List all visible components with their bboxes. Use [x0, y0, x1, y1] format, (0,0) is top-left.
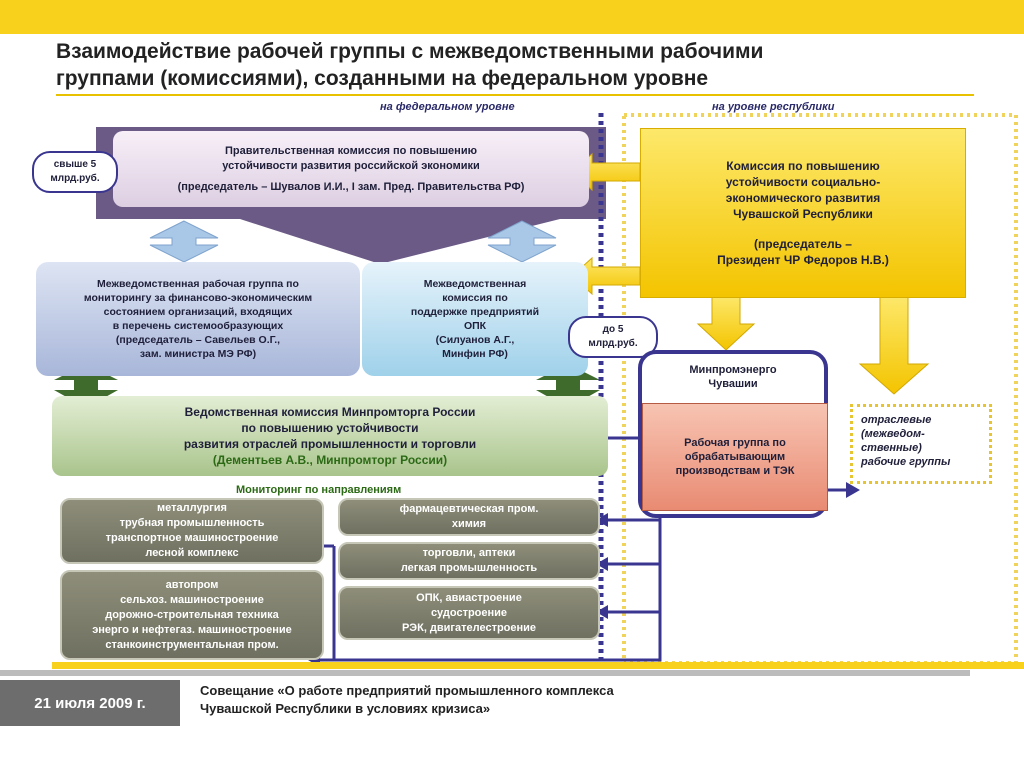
title-line-1: Взаимодействие рабочей группы с межведом…: [56, 40, 764, 63]
monitoring-item: станкоинструментальная пром.: [105, 638, 279, 651]
mwg-line5: (председатель – Савельев О.Г.,: [115, 334, 281, 346]
mwg-line3: состоянием организаций, входящих: [103, 306, 293, 318]
monitoring-item: энерго и нефтегаз. машиностроение: [92, 623, 292, 636]
opk-line4: ОПК: [463, 320, 487, 332]
monitoring-item: дорожно-строительная техника: [105, 608, 279, 621]
sector-groups-box: отраслевые (межведом- ственные) рабочие …: [850, 404, 992, 484]
working-group-line3: производствам и ТЭК: [675, 465, 795, 477]
sector-line4: рабочие группы: [861, 456, 951, 468]
title-line-2: группами (комиссиями), созданными на фед…: [56, 67, 709, 90]
chuvash-line4: Чувашской Республики: [733, 207, 873, 221]
minprom-commission-box: Ведомственная комиссия Минпромторга Росс…: [52, 396, 608, 476]
monitoring-item: фармацевтическая пром.: [399, 503, 539, 515]
chuvash-line2: устойчивости социально-: [725, 175, 881, 189]
meeting-date: 21 июля 2009 г.: [0, 680, 180, 726]
working-group-line2: обрабатывающим: [684, 451, 786, 463]
federal-funnel-arrow: [240, 219, 560, 264]
sector-line1: отраслевые: [861, 414, 932, 426]
minpromenergo-line2: Чувашии: [708, 378, 758, 390]
mwg-line1: Межведомственная рабочая группа по: [97, 278, 299, 290]
threshold-badge-over5: свыше 5 млрд.руб.: [32, 151, 118, 193]
meeting-title-line1: Совещание «О работе предприятий промышле…: [200, 683, 614, 698]
opk-commission-box: Межведомственная комиссия по поддержке п…: [362, 262, 588, 376]
monitoring-item: легкая промышленность: [400, 562, 538, 574]
opk-line5: (Силуанов А.Г.,: [435, 334, 515, 346]
mwg-line2: мониторингу за финансово-экономическим: [83, 292, 313, 304]
title-underline: [56, 94, 974, 96]
monitoring-item: автопром: [165, 578, 219, 591]
mwg-line6: зам. министра МЭ РФ): [139, 348, 257, 360]
monitoring-item: металлургия: [157, 502, 227, 514]
monitoring-item: трубная промышленность: [119, 517, 265, 529]
page-title: Взаимодействие рабочей группы с межведом…: [56, 38, 986, 92]
chuvash-line1: Комиссия по повышению: [726, 159, 880, 173]
working-group-box: Рабочая группа по обрабатывающим произво…: [642, 403, 828, 511]
minprom-line2: по повышению устойчивости: [241, 421, 419, 435]
federal-level-label: на федеральном уровне: [380, 101, 515, 113]
monitoring-item: транспортное машиностроение: [105, 532, 279, 544]
monitoring-item: сельхоз. машиностроение: [120, 593, 264, 606]
monitoring-title: Мониторинг по направлениям: [236, 484, 402, 496]
republic-level-label: на уровне республики: [712, 101, 835, 113]
gov-commission-chair: (председатель – Шувалов И.И., I зам. Пре…: [177, 180, 525, 193]
meeting-title-line2: Чувашской Республики в условиях кризиса»: [200, 701, 491, 716]
monitoring-item: химия: [451, 518, 487, 530]
arrow-to-sector-groups: [858, 295, 930, 395]
chuvash-line5: (председатель –: [754, 237, 852, 251]
minprom-line1: Ведомственная комиссия Минпромторга Росс…: [184, 405, 476, 419]
sector-line3: ственные): [861, 442, 922, 454]
badge-over5-line1: свыше 5: [53, 159, 97, 170]
badge-over5-line2: млрд.руб.: [50, 173, 100, 184]
gov-commission-line1: Правительственная комиссия по повышению: [225, 144, 477, 157]
meeting-title: Совещание «О работе предприятий промышле…: [200, 682, 900, 718]
threshold-badge-upto5: до 5 млрд.руб.: [568, 316, 658, 358]
opk-line2: комиссия по: [442, 292, 508, 304]
monitoring-group-1: металлургия трубная промышленность транс…: [60, 498, 324, 564]
monitoring-item: РЭК, двигателестроение: [401, 621, 537, 634]
updown-arrow-left: [149, 220, 219, 263]
chuvash-commission-box: Комиссия по повышению устойчивости социа…: [640, 128, 966, 298]
minpromenergo-line1: Минпромэнерго: [689, 364, 777, 376]
top-accent-bar: [0, 0, 1024, 34]
gov-commission-line2: устойчивости развития российской экономи…: [222, 159, 480, 172]
monitoring-group-2: автопром сельхоз. машиностроение дорожно…: [60, 570, 324, 660]
monitoring-group-3: фармацевтическая пром. химия: [338, 498, 600, 536]
arrow-to-minpromenergo: [696, 295, 756, 351]
footer-divider: [0, 670, 970, 676]
monitoring-item: ОПК, авиастроение: [416, 591, 522, 604]
chuvash-line6: Президент ЧР Федоров Н.В.): [717, 253, 889, 267]
working-group-line1: Рабочая группа по: [684, 437, 786, 449]
badge-upto5-line2: млрд.руб.: [588, 338, 638, 349]
monitoring-item: торговли, аптеки: [422, 547, 516, 559]
mwg-line4: в перечень системообразующих: [112, 320, 284, 332]
opk-line1: Межведомственная: [423, 278, 527, 290]
minprom-line4: (Дементьев А.В., Минпромторг России): [212, 453, 448, 467]
mwg-monitoring-box: Межведомственная рабочая группа по монит…: [36, 262, 360, 376]
monitoring-group-5: ОПК, авиастроение судостроение РЭК, двиг…: [338, 586, 600, 640]
chuvash-line3: экономического развития: [725, 191, 881, 205]
gov-commission-box: Правительственная комиссия по повышению …: [113, 131, 589, 207]
sector-line2: (межведом-: [861, 428, 925, 440]
bottom-yellow-bar: [52, 662, 1024, 669]
monitoring-item: лесной комплекс: [145, 547, 239, 559]
monitoring-item: судостроение: [430, 606, 508, 619]
opk-line6: Минфин РФ): [442, 348, 508, 360]
minpromenergo-label: Минпромэнерго Чувашии: [642, 354, 824, 400]
opk-line3: поддержке предприятий: [410, 306, 540, 318]
badge-upto5-line1: до 5: [602, 324, 624, 335]
monitoring-group-4: торговли, аптеки легкая промышленность: [338, 542, 600, 580]
minprom-line3: развития отраслей промышленности и торго…: [183, 437, 477, 451]
